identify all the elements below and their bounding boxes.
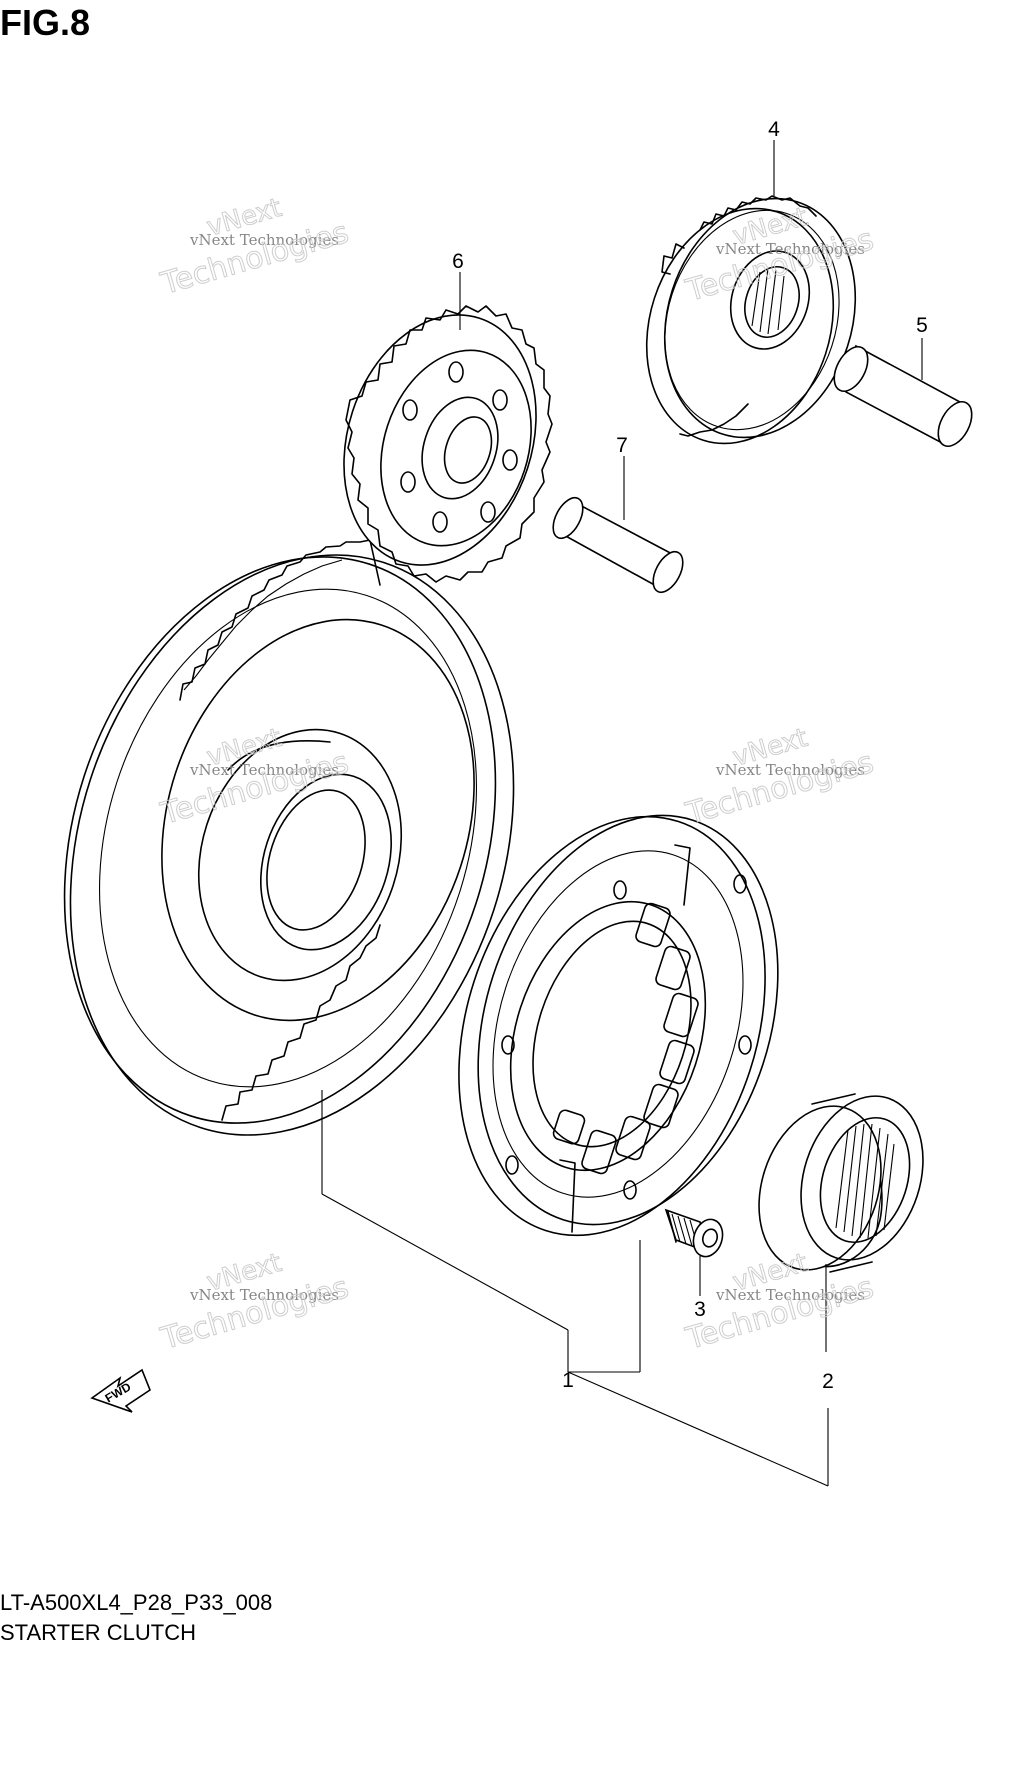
leader-lines	[321, 140, 923, 1487]
watermark-top-left: vNext Technologies vNext Technologies	[156, 192, 353, 302]
svg-text:vNext Technologies: vNext Technologies	[189, 231, 339, 249]
svg-text:vNext Technologies: vNext Technologies	[715, 1286, 865, 1304]
diagram-code: LT-A500XL4_P28_P33_008	[0, 1590, 273, 1615]
watermark-bottom-right: vNext Technologies vNext Technologies	[681, 1247, 878, 1357]
callout-5: 5	[916, 314, 928, 337]
svg-text:vNext Technologies: vNext Technologies	[189, 1286, 339, 1304]
svg-text:vNext Technologies: vNext Technologies	[189, 761, 339, 779]
fwd-arrow-icon: FWD	[90, 1368, 151, 1413]
watermark-mid-right: vNext Technologies vNext Technologies	[681, 722, 878, 832]
part-starter-idle-gear	[343, 305, 553, 583]
svg-text:vNext Technologies: vNext Technologies	[715, 240, 865, 258]
watermark-bottom-left: vNext Technologies vNext Technologies	[156, 1247, 353, 1357]
callout-2: 2	[822, 1370, 834, 1393]
callout-3: 3	[694, 1298, 706, 1321]
callout-6: 6	[452, 250, 464, 273]
callout-1: 1	[562, 1369, 574, 1392]
part-idle-gear	[645, 195, 857, 445]
figure-label: FIG.8	[0, 2, 91, 43]
diagram-name: STARTER CLUTCH	[0, 1620, 196, 1645]
part-idle-gear-shaft	[833, 344, 973, 447]
part-starter-idle-gear-shaft	[552, 496, 684, 594]
callout-4: 4	[768, 118, 780, 141]
part-large-driven-gear	[63, 539, 515, 1136]
svg-text:vNext Technologies: vNext Technologies	[715, 761, 865, 779]
callout-7: 7	[616, 434, 628, 457]
callout-labels: 1 2 3 4 5 6 7	[452, 118, 928, 1393]
part-one-way-clutch	[458, 814, 779, 1237]
part-bolt	[664, 1208, 724, 1258]
part-needle-bearing	[758, 1093, 924, 1273]
